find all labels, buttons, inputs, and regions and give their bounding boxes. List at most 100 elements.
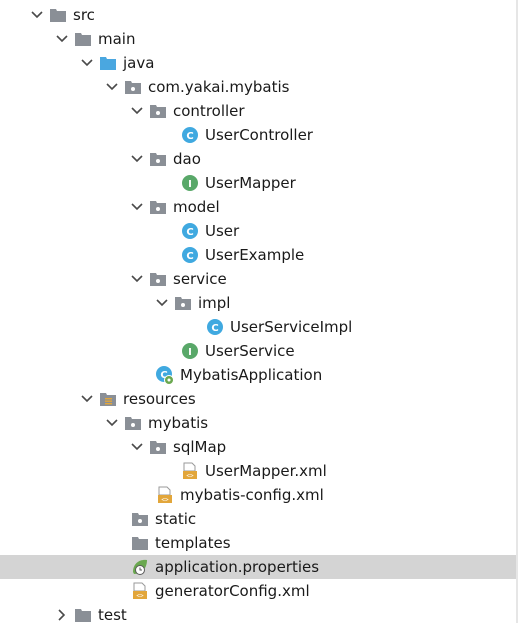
tree-item-mybatisapplication[interactable]: C MybatisApplication	[0, 363, 518, 387]
package-icon	[130, 509, 150, 529]
tree-item-label: generatorConfig.xml	[155, 582, 310, 600]
tree-item-label: UserServiceImpl	[230, 318, 353, 336]
tree-item-label: UserController	[205, 126, 313, 144]
chevron-down-icon[interactable]	[30, 3, 44, 27]
tree-item-label: User	[205, 222, 240, 240]
package-icon	[148, 269, 168, 289]
chevron-down-icon[interactable]	[105, 411, 119, 435]
class-icon: C	[180, 245, 200, 265]
chevron-down-icon[interactable]	[55, 27, 69, 51]
package-icon	[123, 77, 143, 97]
tree-item-label: templates	[155, 534, 231, 552]
panel-border	[516, 0, 518, 623]
folder-icon	[130, 533, 150, 553]
tree-item-userexample[interactable]: C UserExample	[0, 243, 518, 267]
xml-file-icon: <>	[155, 485, 175, 505]
tree-item-controller[interactable]: controller	[0, 99, 518, 123]
package-icon	[148, 197, 168, 217]
chevron-down-icon[interactable]	[155, 291, 169, 315]
folder-icon	[48, 5, 68, 25]
tree-item-test[interactable]: test	[0, 603, 518, 627]
tree-item-label: impl	[198, 294, 231, 312]
package-icon	[173, 293, 193, 313]
chevron-down-icon[interactable]	[130, 195, 144, 219]
chevron-down-icon[interactable]	[80, 387, 94, 411]
tree-item-label: mybatis-config.xml	[180, 486, 324, 504]
svg-text:I: I	[188, 179, 192, 190]
tree-item-label: main	[98, 30, 136, 48]
chevron-down-icon[interactable]	[130, 267, 144, 291]
tree-item-label: src	[73, 6, 95, 24]
folder-icon	[73, 29, 93, 49]
tree-item-label: UserExample	[205, 246, 305, 264]
tree-item-label: UserService	[205, 342, 295, 360]
tree-item-userservice[interactable]: I UserService	[0, 339, 518, 363]
tree-item-label: application.properties	[155, 558, 320, 576]
tree-item-label: MybatisApplication	[180, 366, 323, 384]
tree-item-label: resources	[123, 390, 196, 408]
folder-icon	[73, 605, 93, 625]
svg-text:C: C	[186, 227, 193, 238]
tree-item-usermapper-xml[interactable]: <> UserMapper.xml	[0, 459, 518, 483]
tree-item-label: UserMapper.xml	[205, 462, 327, 480]
source-folder-icon	[98, 53, 118, 73]
svg-text:C: C	[186, 251, 193, 262]
xml-file-icon: <>	[180, 461, 200, 481]
svg-text:C: C	[160, 370, 167, 381]
tree-item-package[interactable]: com.yakai.mybatis	[0, 75, 518, 99]
class-icon: C	[180, 125, 200, 145]
svg-text:<>: <>	[136, 593, 144, 600]
tree-item-label: static	[155, 510, 197, 528]
package-icon	[148, 437, 168, 457]
spring-boot-class-icon: C	[155, 365, 175, 385]
tree-item-main[interactable]: main	[0, 27, 518, 51]
interface-icon: I	[180, 341, 200, 361]
tree-item-model[interactable]: model	[0, 195, 518, 219]
tree-item-service[interactable]: service	[0, 267, 518, 291]
class-icon: C	[180, 221, 200, 241]
tree-item-sqlmap[interactable]: sqlMap	[0, 435, 518, 459]
tree-item-label: com.yakai.mybatis	[148, 78, 290, 96]
svg-text:<>: <>	[161, 497, 169, 504]
svg-text:C: C	[211, 323, 218, 334]
xml-file-icon: <>	[130, 581, 150, 601]
tree-item-label: model	[173, 198, 220, 216]
tree-item-mybatis-config-xml[interactable]: <> mybatis-config.xml	[0, 483, 518, 507]
tree-item-label: sqlMap	[173, 438, 227, 456]
tree-item-usermapper[interactable]: I UserMapper	[0, 171, 518, 195]
tree-item-label: dao	[173, 150, 201, 168]
tree-item-java[interactable]: java	[0, 51, 518, 75]
tree-item-src[interactable]: src	[0, 3, 518, 27]
chevron-down-icon[interactable]	[130, 99, 144, 123]
tree-item-application-properties[interactable]: application.properties	[0, 555, 518, 579]
chevron-down-icon[interactable]	[105, 75, 119, 99]
tree-item-impl[interactable]: impl	[0, 291, 518, 315]
tree-item-static[interactable]: static	[0, 507, 518, 531]
svg-text:C: C	[186, 131, 193, 142]
chevron-down-icon[interactable]	[130, 147, 144, 171]
tree-item-label: mybatis	[148, 414, 209, 432]
interface-icon: I	[180, 173, 200, 193]
tree-item-label: controller	[173, 102, 245, 120]
chevron-down-icon[interactable]	[130, 435, 144, 459]
tree-item-mybatis[interactable]: mybatis	[0, 411, 518, 435]
tree-item-templates[interactable]: templates	[0, 531, 518, 555]
tree-item-generatorconfig-xml[interactable]: <> generatorConfig.xml	[0, 579, 518, 603]
tree-item-user[interactable]: C User	[0, 219, 518, 243]
tree-item-resources[interactable]: resources	[0, 387, 518, 411]
tree-item-label: test	[98, 606, 127, 624]
tree-item-dao[interactable]: dao	[0, 147, 518, 171]
chevron-right-icon[interactable]	[55, 603, 69, 627]
tree-item-userserviceimpl[interactable]: C UserServiceImpl	[0, 315, 518, 339]
package-icon	[123, 413, 143, 433]
resources-folder-icon	[98, 389, 118, 409]
tree-item-label: java	[123, 54, 155, 72]
svg-text:I: I	[188, 347, 192, 358]
tree-item-label: service	[173, 270, 227, 288]
tree-item-label: UserMapper	[205, 174, 296, 192]
tree-item-usercontroller[interactable]: C UserController	[0, 123, 518, 147]
chevron-down-icon[interactable]	[80, 51, 94, 75]
spring-properties-icon	[130, 557, 150, 577]
package-icon	[148, 101, 168, 121]
